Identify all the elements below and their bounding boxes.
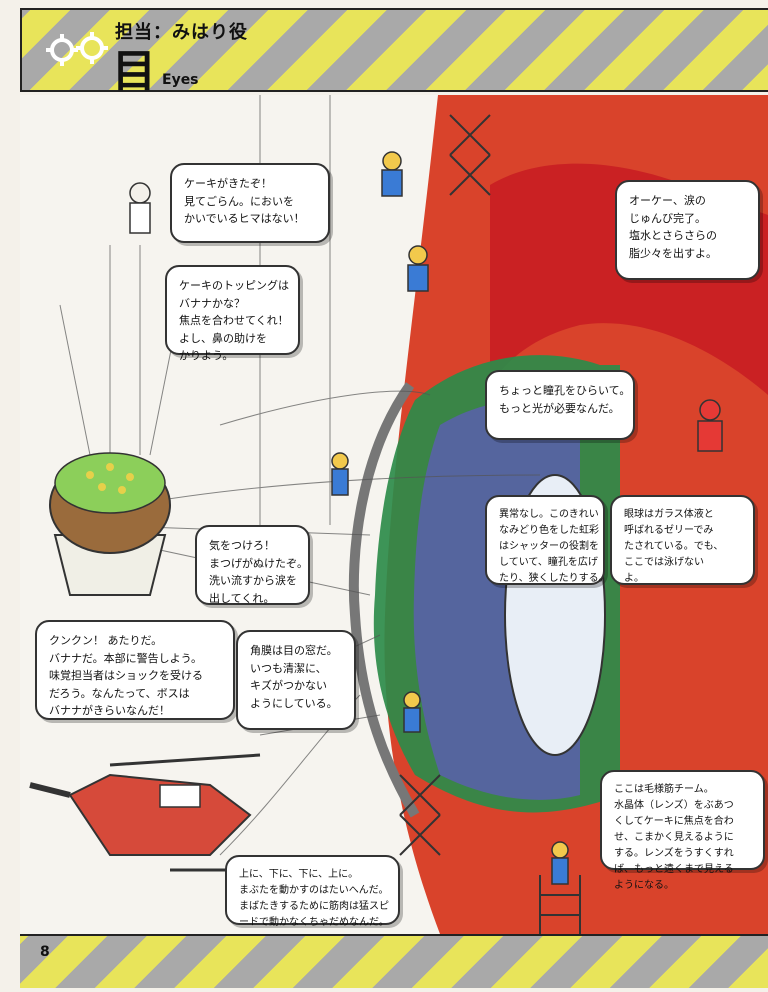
speech-bubble-tears-ready: オーケー、涙の じゅんび完了。 塩水とさらさらの 脂少々を出すよ。	[615, 180, 760, 280]
cake-frosting	[54, 452, 166, 514]
header-label: 担当：みはり役	[115, 22, 248, 43]
speech-bubble-open-pupil: ちょっと瞳孔をひらいて。 もっと光が必要なんだ。	[485, 370, 635, 440]
cornea	[348, 382, 420, 818]
gear-icon	[46, 32, 108, 66]
header-stripes	[20, 8, 768, 92]
workers	[129, 151, 723, 885]
page-number: 8	[40, 944, 50, 960]
speech-bubble-eyelash: 気をつけろ！ まつげがぬけたぞ。 洗い流すから涙を 出してくれ。	[195, 525, 310, 605]
footer-stripes	[20, 934, 768, 988]
speech-bubble-banana: クンクン！ あたりだ。 バナナだ。本部に警告しよう。 味覚担当者はショックを受け…	[35, 620, 235, 720]
scissor-lifts	[399, 114, 581, 934]
speech-bubble-cornea: 角膜は目の窓だ。 いつも清潔に、 キズがつかない ようにしている。	[236, 630, 356, 730]
speech-bubble-focus: ケーキのトッピングは バナナかな？ 焦点を合わせてくれ！ よし、鼻の助けを かり…	[165, 265, 300, 362]
section-title-kanji: 目	[112, 46, 156, 95]
helicopter	[29, 753, 261, 872]
banana-toppings	[86, 463, 134, 494]
section-title-en: Eyes	[162, 72, 199, 88]
header: 担当：みはり役 目 Eyes	[0, 0, 768, 95]
speech-bubble-cake-arrived: ケーキがきたぞ！ 見てごらん。においを かいでいるヒマはない！	[170, 163, 330, 243]
eye-illustration	[20, 95, 768, 934]
speech-bubble-eyelids: 上に、下に、下に、上に。 まぶたを動かすのはたいへんだ。 まばたきするために筋肉…	[225, 855, 400, 928]
speech-bubble-iris: 異常なし。このきれい なみどり色をした虹彩 はシャッターの役割を していて、瞳孔…	[485, 495, 609, 585]
speech-bubble-vitreous: 眼球はガラス体液と 呼ばれるゼリーでみ たされている。でも、 ここでは泳げない …	[610, 495, 755, 585]
speech-bubble-ciliary: ここは毛様筋チーム。 水晶体（レンズ）をぶあつ くしてケーキに焦点を合わ せ、こ…	[600, 770, 765, 891]
